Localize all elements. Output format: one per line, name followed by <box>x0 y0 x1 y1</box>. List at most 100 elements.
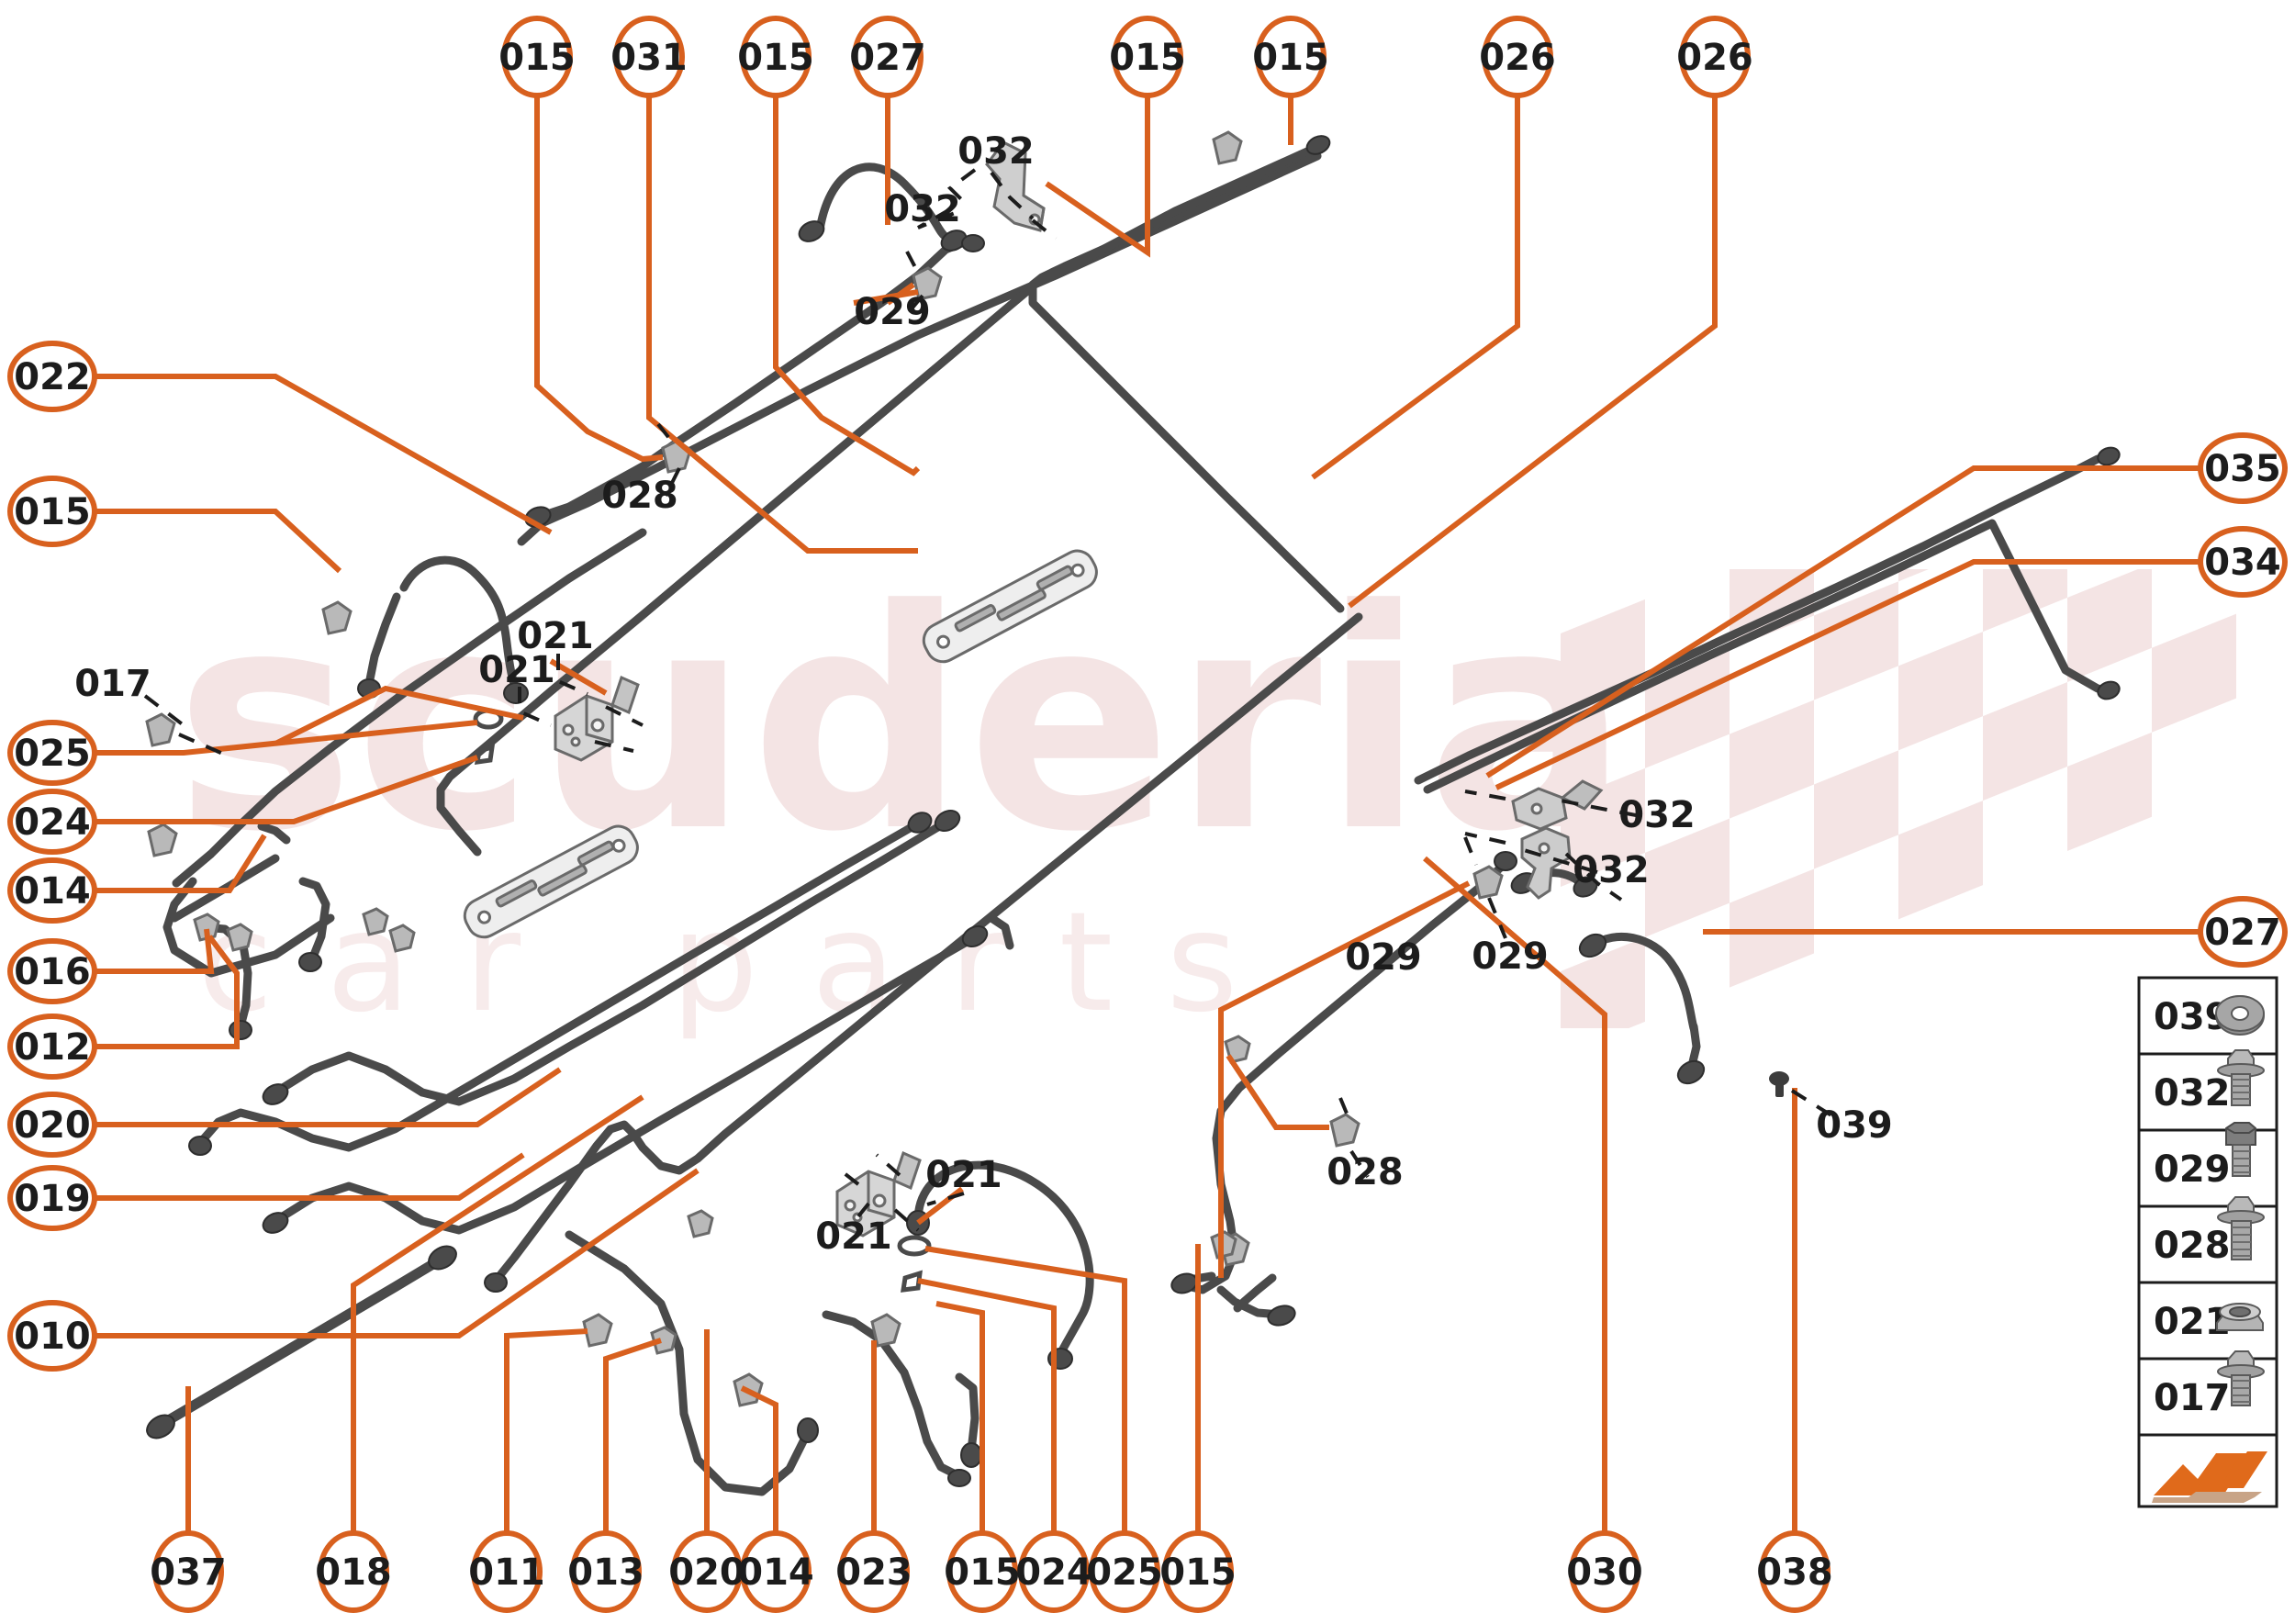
callout-020[interactable]: 020 <box>7 1092 97 1158</box>
callout-025[interactable]: 025 <box>1086 1530 1163 1613</box>
callout-022[interactable]: 022 <box>7 341 97 412</box>
plain-label-021: 021 <box>478 649 555 691</box>
leader-031-top <box>646 94 918 554</box>
callout-015[interactable]: 015 <box>1109 16 1186 98</box>
fitting-end <box>797 1417 819 1443</box>
callout-011[interactable]: 011 <box>468 1530 545 1613</box>
callout-label: 015 <box>1109 37 1186 79</box>
callout-label: 031 <box>610 37 688 79</box>
callout-label: 038 <box>1756 1551 1833 1594</box>
callout-014[interactable]: 014 <box>737 1530 814 1613</box>
callout-037[interactable]: 037 <box>150 1530 227 1613</box>
callout-label: 014 <box>737 1551 814 1594</box>
clip-015-top <box>1212 130 1243 165</box>
callout-023[interactable]: 023 <box>835 1530 912 1613</box>
leader-030-bot <box>1423 856 1607 1535</box>
callout-031[interactable]: 031 <box>610 16 688 98</box>
callout-027[interactable]: 027 <box>849 16 926 98</box>
callout-015[interactable]: 015 <box>7 476 97 547</box>
flange-bolt-short-icon <box>2217 1350 2265 1406</box>
fitting-end <box>2097 446 2121 466</box>
part-hose-015-left-b <box>364 592 401 689</box>
dash-021-low-c <box>835 1166 860 1186</box>
callout-020[interactable]: 020 <box>668 1530 745 1613</box>
part-tube-024 <box>172 528 647 888</box>
callout-026[interactable]: 026 <box>1479 16 1556 98</box>
callout-014[interactable]: 014 <box>7 857 97 924</box>
callout-label: 026 <box>1676 37 1753 79</box>
fitting-end <box>146 1414 175 1439</box>
part-tube-031 <box>537 236 973 521</box>
legend-row-017[interactable]: 017 <box>2137 1350 2278 1437</box>
dash-028-right-b <box>1349 1149 1370 1179</box>
callout-027[interactable]: 027 <box>2198 896 2288 968</box>
legend-row-028[interactable]: 028 <box>2137 1196 2278 1284</box>
callout-030[interactable]: 030 <box>1566 1530 1643 1613</box>
callout-015[interactable]: 015 <box>944 1530 1021 1613</box>
callout-038[interactable]: 038 <box>1756 1530 1833 1613</box>
grommet-025-lower <box>897 1235 932 1257</box>
plain-label-029: 029 <box>1345 936 1422 979</box>
washer-icon <box>2215 995 2265 1036</box>
dash-029-top <box>905 251 920 274</box>
legend-row-039[interactable]: 039 <box>2137 976 2278 1056</box>
callout-012[interactable]: 012 <box>7 1014 97 1080</box>
callout-024[interactable]: 024 <box>1015 1530 1092 1613</box>
leader-024-left <box>95 755 478 824</box>
clip-029-top <box>912 266 943 301</box>
dash-028-top <box>656 422 677 447</box>
callout-label: 022 <box>14 356 91 398</box>
callout-026[interactable]: 026 <box>1676 16 1753 98</box>
dash-032-d <box>1523 848 1598 874</box>
dash-021-up-c <box>605 705 644 727</box>
clip-020-bottom <box>650 1326 677 1355</box>
leader-020-left <box>95 1067 562 1127</box>
callout-035[interactable]: 035 <box>2198 432 2288 504</box>
legend-row-029[interactable]: 029 <box>2137 1122 2278 1208</box>
callout-015[interactable]: 015 <box>1252 16 1329 98</box>
clamp-024-upper <box>474 744 496 765</box>
dash-032-a <box>946 168 977 208</box>
callout-label: 024 <box>1015 1551 1092 1594</box>
part-hose-015-left <box>399 555 521 695</box>
flange-nut-icon <box>2216 1303 2264 1331</box>
callout-label: 015 <box>498 37 576 79</box>
legend-label: 029 <box>2154 1148 2231 1191</box>
callout-013[interactable]: 013 <box>567 1530 644 1613</box>
callout-015[interactable]: 015 <box>737 16 814 98</box>
p-clips <box>145 130 1504 1407</box>
plain-label-017: 017 <box>74 663 151 705</box>
legend-label: 028 <box>2154 1225 2231 1267</box>
callout-015[interactable]: 015 <box>1159 1530 1237 1613</box>
leader-029-right-region <box>1218 880 1471 1278</box>
callout-024[interactable]: 024 <box>7 789 97 855</box>
callout-018[interactable]: 018 <box>315 1530 392 1613</box>
callout-034[interactable]: 034 <box>2198 526 2288 598</box>
callout-015[interactable]: 015 <box>498 16 576 98</box>
dash-021-up-b <box>518 687 552 727</box>
leader-029-top-link <box>853 289 919 306</box>
plain-label-028: 028 <box>1327 1151 1404 1193</box>
plain-label-029: 029 <box>1472 935 1549 978</box>
leader-015-top5 <box>1045 94 1150 258</box>
callout-label: 027 <box>849 37 926 79</box>
leader-024-bot <box>917 1278 1057 1535</box>
callout-016[interactable]: 016 <box>7 938 97 1004</box>
dash-021-low-e <box>893 1208 920 1232</box>
fitting-end <box>947 1469 971 1487</box>
callout-019[interactable]: 019 <box>7 1165 97 1231</box>
plain-label-039: 039 <box>1816 1104 1893 1147</box>
leader-011-bot <box>504 1328 588 1535</box>
fitting-end <box>907 812 933 834</box>
clip-extra-c <box>388 924 416 953</box>
legend-row-021[interactable]: 021 <box>2137 1281 2278 1361</box>
callout-010[interactable]: 010 <box>7 1300 97 1372</box>
legend-row-logo[interactable] <box>2137 1433 2278 1508</box>
callout-label: 018 <box>315 1551 392 1594</box>
fitting-end <box>298 952 322 972</box>
callout-025[interactable]: 025 <box>7 720 97 786</box>
legend-row-032[interactable]: 032 <box>2137 1049 2278 1132</box>
fitting-end <box>798 220 825 242</box>
